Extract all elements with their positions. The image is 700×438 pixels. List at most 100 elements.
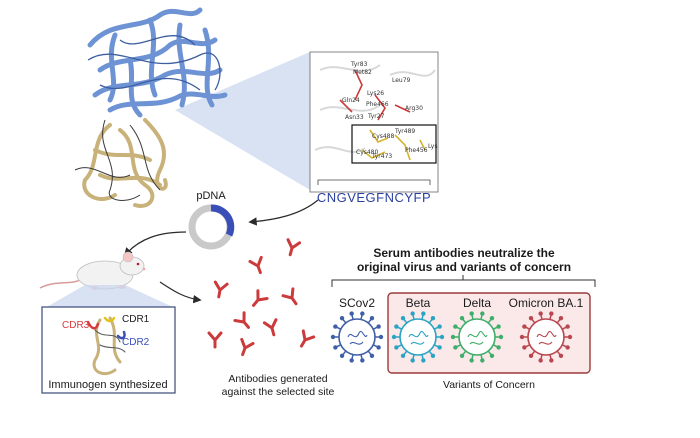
spike-head [376, 324, 381, 329]
peptide-sequence: CNGVEGFNCYFP [317, 190, 431, 205]
spike-head [489, 316, 495, 321]
mouse-illustration [39, 251, 146, 290]
antibody [233, 311, 250, 329]
spike-head [339, 316, 345, 321]
voc-label: Variants of Concern [443, 379, 535, 391]
virus-envelope [399, 318, 437, 356]
spike-head [421, 358, 426, 363]
spike-head [391, 334, 397, 340]
spike-head [528, 353, 534, 358]
residue-label: Cys488 [372, 133, 395, 140]
rbd-domain [82, 118, 168, 208]
spike-head [394, 345, 399, 350]
protein-structure [74, 7, 228, 208]
spike-head [565, 345, 570, 350]
immunogen-label: Immunogen synthesized [48, 379, 167, 391]
spike-head [437, 324, 442, 329]
pdna-label: pDNA [196, 190, 226, 202]
spike-head [549, 311, 554, 316]
spike-head [437, 345, 442, 350]
spike-head [369, 316, 375, 321]
virus-scov2 [330, 311, 384, 363]
cdr1-label: CDR1 [122, 314, 150, 325]
spike-head [558, 353, 564, 358]
antibody [207, 331, 223, 349]
spike-head [394, 324, 399, 329]
antibody [281, 287, 298, 306]
residue-label: Lys26 [367, 90, 384, 97]
residue-label: Lys [428, 143, 437, 150]
virus-name-beta: Beta [406, 296, 431, 310]
antibody [252, 289, 269, 307]
residue-label: Tyr489 [394, 128, 415, 135]
spike-head [549, 358, 554, 363]
arrow-pdna-to-mouse [123, 231, 187, 257]
spike-head [567, 334, 573, 340]
virus-omicron [519, 311, 573, 363]
serum-title-line2: original virus and variants of concern [357, 260, 571, 274]
spike-head [450, 334, 456, 340]
cdr2-label: CDR2 [122, 337, 150, 348]
virus-genome [467, 331, 488, 345]
residue-labels: Tyr83 Met82 Leu79 Lys26 Gln24 Phe466 Arg… [342, 61, 437, 160]
spike-head [558, 316, 564, 321]
spike-head [459, 316, 465, 321]
residue-label: Tyr27 [367, 113, 385, 120]
spike-head [498, 334, 504, 340]
spike-head [360, 311, 365, 316]
residue-label: Tyr473 [371, 153, 392, 160]
spike-head [489, 353, 495, 358]
spike-head [439, 334, 445, 340]
residue-label: Cys480 [356, 149, 379, 156]
spike-head [410, 311, 415, 316]
residue-label: Phe456 [405, 147, 428, 154]
zoom-panel [309, 51, 439, 193]
immunogen-wedge [45, 285, 175, 308]
virus-beta [391, 311, 445, 363]
residue-label: Leu79 [392, 77, 411, 84]
spike-head [349, 358, 354, 363]
spike-head [480, 311, 485, 316]
spike-head [496, 345, 501, 350]
zoom-wedge [175, 52, 310, 190]
spike-head [349, 311, 354, 316]
binding-site-box [351, 124, 437, 164]
residue-label: Arg30 [405, 105, 423, 112]
antibody [213, 280, 229, 299]
virus-name-scov2: SCov2 [339, 296, 375, 310]
antibody [248, 255, 263, 275]
spike-head [410, 358, 415, 363]
sequence-bracket [317, 179, 431, 185]
spike-head [378, 334, 384, 340]
virus-name-omicron: Omicron BA.1 [509, 296, 584, 310]
pdna-plasmid [188, 204, 235, 250]
spike-head [330, 334, 336, 340]
antibodies-label-line1: Antibodies generated [228, 373, 327, 385]
spike-head [360, 358, 365, 363]
virus-name-delta: Delta [463, 296, 491, 310]
spike-head [333, 345, 338, 350]
spike-head [565, 324, 570, 329]
serum-title-line1: Serum antibodies neutralize the [373, 246, 555, 260]
virus-envelope [338, 318, 376, 356]
zoom-sticks [339, 69, 426, 161]
antibody [286, 238, 302, 257]
spike-head [469, 311, 474, 316]
ace2-helices [87, 7, 228, 118]
arrow-mouse-to-antibodies [159, 281, 202, 304]
spike-head [522, 345, 527, 350]
spike-head [538, 311, 543, 316]
residue-label: Met82 [353, 69, 372, 76]
spike-head [522, 324, 527, 329]
virus-genome [347, 331, 368, 345]
antibodies-label-line2: against the selected site [222, 386, 335, 398]
antibody-cluster [207, 238, 316, 357]
nanobody-structure [86, 316, 126, 376]
virus-envelope [527, 318, 565, 356]
spike-head [538, 358, 543, 363]
spike-head [459, 353, 465, 358]
residue-label: Asn33 [345, 114, 364, 121]
antibody [240, 337, 255, 357]
spike-head [400, 316, 406, 321]
